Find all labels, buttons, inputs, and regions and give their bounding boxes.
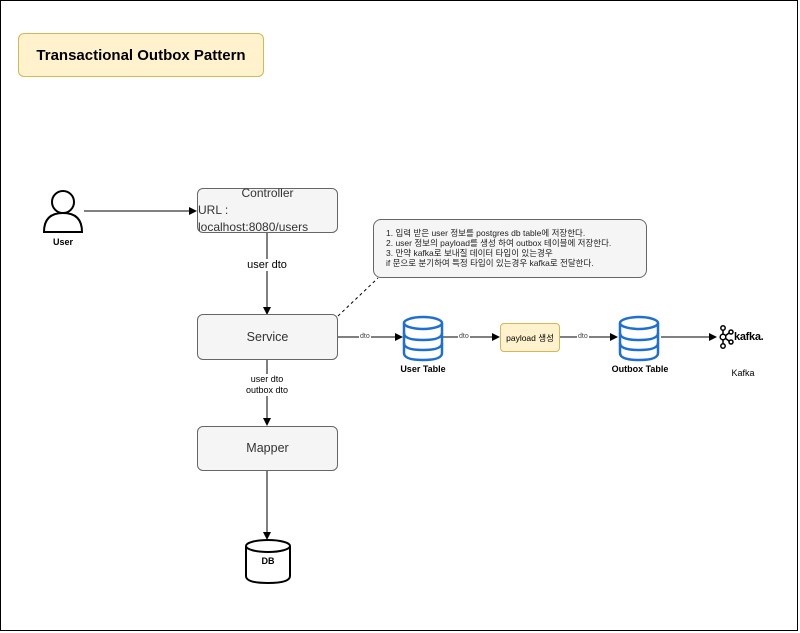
controller-box: Controller URL : localhost:8080/users <box>197 186 338 234</box>
payload-box: payload 생성 <box>500 323 560 352</box>
controller-title: Controller <box>241 186 294 200</box>
note-line-3: 3. 만약 kafka로 보내질 데이터 타입이 있는경우 <box>386 248 553 258</box>
kafka-logo-text: kafka. <box>734 331 764 343</box>
note-line-4: if 문으로 분기하여 특정 타입이 있는경우 kafka로 전달한다. <box>386 258 594 268</box>
service-box: Service <box>197 314 338 360</box>
db-label: DB <box>261 556 275 566</box>
user-label: User <box>52 237 73 247</box>
mapper-label: Mapper <box>246 441 289 455</box>
outbox-table-label: Outbox Table <box>611 364 669 374</box>
db-cylinder-icon <box>245 539 291 585</box>
user-table-label: User Table <box>400 364 446 374</box>
controller-url: URL : localhost:8080/users <box>198 203 309 234</box>
kafka-logo-icon <box>719 325 734 349</box>
user-table-cylinder-icon <box>402 315 444 362</box>
edge-label-controller-service: user dto <box>236 259 298 271</box>
note-connector <box>337 277 379 317</box>
mapper-box: Mapper <box>197 426 338 471</box>
note-line-1: 1. 입력 받은 user 정보를 postgres db table에 저장한… <box>386 228 586 238</box>
user-icon <box>42 190 84 233</box>
service-label: Service <box>246 329 289 344</box>
diagram-title: Transactional Outbox Pattern <box>18 33 264 77</box>
edge-label-usertable-payload: dto <box>458 333 470 340</box>
outbox-table-cylinder-icon <box>618 315 660 362</box>
edge-label-service-usertable: dto <box>359 333 371 340</box>
edge-label-service-mapper-2: outbox dto <box>232 385 302 396</box>
edge-label-payload-outbox: dto <box>577 333 589 340</box>
note-box: 1. 입력 받은 user 정보를 postgres db table에 저장한… <box>373 219 647 278</box>
note-line-2: 2. user 정보의 payload를 생성 하여 outbox 테이블에 저… <box>386 238 612 248</box>
kafka-label: Kafka <box>731 368 755 378</box>
edge-label-service-mapper-1: user dto <box>232 374 302 385</box>
